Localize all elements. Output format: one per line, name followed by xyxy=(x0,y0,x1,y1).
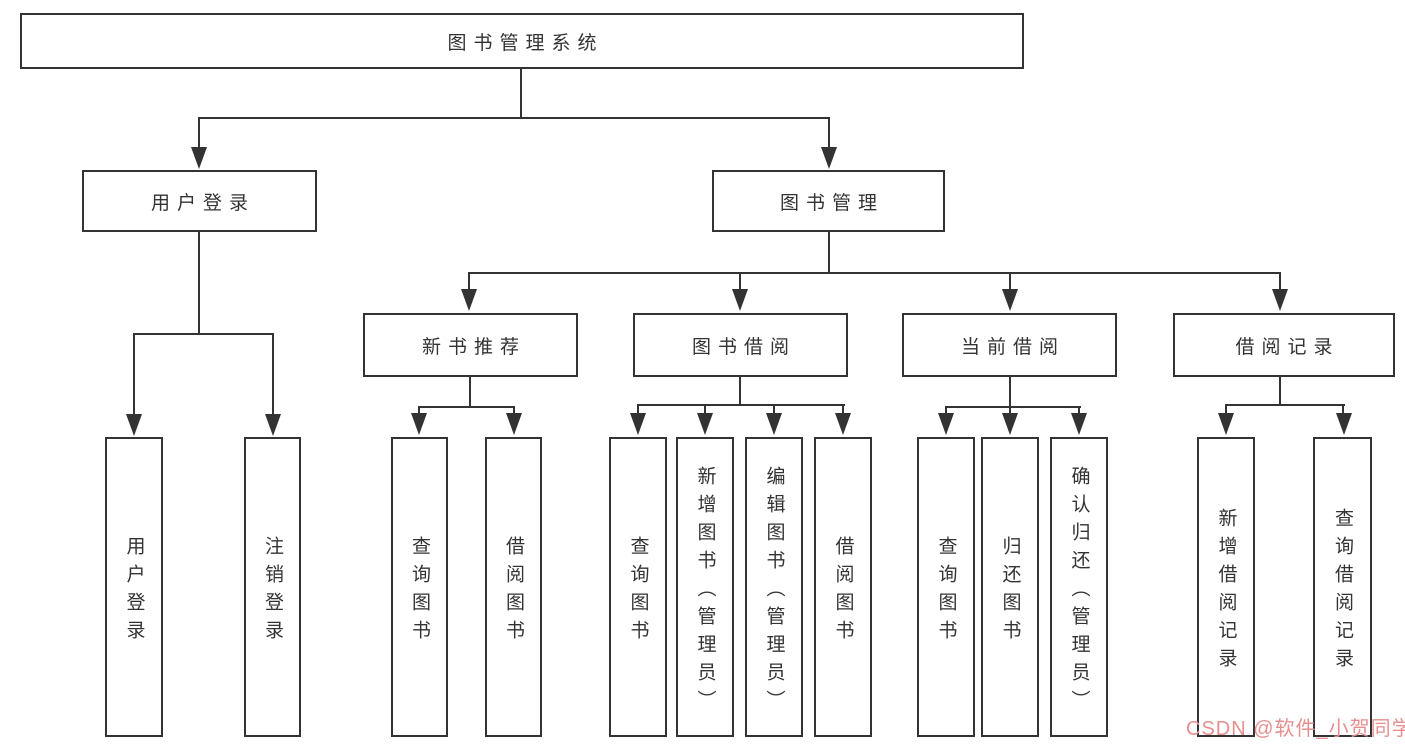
connector-line xyxy=(637,404,639,415)
watermark: CSDN @软件_小贺同学 xyxy=(1186,718,1405,740)
arrow-down-icon xyxy=(191,147,207,169)
arrow-down-icon xyxy=(821,147,837,169)
connector-line xyxy=(739,272,741,290)
arrow-down-icon xyxy=(1272,289,1288,311)
connector-line xyxy=(739,377,741,406)
connector-line xyxy=(1279,377,1281,406)
leaf-query-book-recommend: 查询图书 xyxy=(391,437,448,737)
connector-line xyxy=(198,117,830,119)
node-label: 当前借阅 xyxy=(960,336,1065,358)
node-label: 图书管理 xyxy=(779,192,884,214)
arrow-down-icon xyxy=(506,413,522,435)
leaf-label: 新增图书（管理员） xyxy=(694,465,716,718)
leaf-label: 新增借阅记录 xyxy=(1215,507,1237,676)
connector-line xyxy=(198,117,200,149)
connector-line xyxy=(468,272,1281,274)
arrow-down-icon xyxy=(461,289,477,311)
leaf-user-login: 用户登录 xyxy=(105,437,163,737)
leaf-label: 确认归还（管理员） xyxy=(1068,465,1090,718)
leaf-query-borrow-record: 查询借阅记录 xyxy=(1313,437,1372,737)
node-label: 借阅记录 xyxy=(1235,336,1340,358)
connector-line xyxy=(1225,404,1345,406)
arrow-down-icon xyxy=(1002,413,1018,435)
connector-line xyxy=(1009,406,1011,415)
connector-line xyxy=(133,333,135,415)
leaf-logout-login: 注销登录 xyxy=(244,437,301,737)
arrow-down-icon xyxy=(766,413,782,435)
connector-line xyxy=(418,406,420,415)
connector-line xyxy=(469,377,471,408)
connector-line xyxy=(945,406,1081,408)
node-book-borrow: 图书借阅 xyxy=(633,313,848,377)
node-label: 图书借阅 xyxy=(691,336,796,358)
leaf-return-book: 归还图书 xyxy=(981,437,1039,737)
connector-line xyxy=(198,232,200,335)
connector-line xyxy=(773,404,775,415)
leaf-confirm-return-admin: 确认归还（管理员） xyxy=(1050,437,1108,737)
leaf-borrow-book: 借阅图书 xyxy=(814,437,872,737)
arrow-down-icon xyxy=(126,414,142,436)
leaf-label: 查询图书 xyxy=(935,535,957,648)
connector-line xyxy=(133,333,274,335)
leaf-label: 查询借阅记录 xyxy=(1332,507,1353,676)
connector-line xyxy=(520,69,522,118)
arrow-down-icon xyxy=(1336,413,1352,435)
connector-line xyxy=(468,272,470,290)
node-user-login: 用户登录 xyxy=(82,170,317,232)
connector-line xyxy=(1078,406,1080,415)
connector-line xyxy=(272,333,274,415)
connector-line xyxy=(1279,272,1281,290)
leaf-edit-book-admin: 编辑图书（管理员） xyxy=(745,437,803,737)
arrow-down-icon xyxy=(1218,413,1234,435)
connector-line xyxy=(418,406,515,408)
arrow-down-icon xyxy=(1071,413,1087,435)
node-new-book-recommend: 新书推荐 xyxy=(363,313,578,377)
leaf-label: 查询图书 xyxy=(627,535,649,648)
node-label: 新书推荐 xyxy=(421,336,526,358)
leaf-label: 查询图书 xyxy=(409,535,430,648)
connector-line xyxy=(513,406,515,415)
connector-line xyxy=(704,404,706,415)
node-borrow-record: 借阅记录 xyxy=(1173,313,1395,377)
leaf-label: 归还图书 xyxy=(999,535,1021,648)
node-root: 图书管理系统 xyxy=(20,13,1024,69)
connector-line xyxy=(1009,377,1011,408)
leaf-label: 借阅图书 xyxy=(832,535,854,648)
connector-line xyxy=(828,232,830,274)
arrow-down-icon xyxy=(835,413,851,435)
connector-line xyxy=(1009,272,1011,290)
connector-line xyxy=(828,117,830,149)
arrow-down-icon xyxy=(1002,289,1018,311)
arrow-down-icon xyxy=(630,413,646,435)
leaf-add-borrow-record: 新增借阅记录 xyxy=(1197,437,1255,737)
arrow-down-icon xyxy=(697,413,713,435)
connector-line xyxy=(1225,404,1227,415)
connector-line xyxy=(842,404,844,415)
arrow-down-icon xyxy=(732,289,748,311)
leaf-query-book-borrow: 查询图书 xyxy=(609,437,667,737)
leaf-borrow-book-recommend: 借阅图书 xyxy=(485,437,542,737)
leaf-add-book-admin: 新增图书（管理员） xyxy=(676,437,734,737)
node-label: 图书管理系统 xyxy=(447,32,604,54)
leaf-label: 用户登录 xyxy=(123,535,145,648)
node-label: 用户登录 xyxy=(150,192,255,214)
node-current-borrow: 当前借阅 xyxy=(902,313,1117,377)
arrow-down-icon xyxy=(265,414,281,436)
arrow-down-icon xyxy=(411,413,427,435)
node-book-management: 图书管理 xyxy=(712,170,945,232)
connector-line xyxy=(637,404,845,406)
leaf-query-book-current: 查询图书 xyxy=(917,437,975,737)
arrow-down-icon xyxy=(938,413,954,435)
leaf-label: 注销登录 xyxy=(262,535,283,648)
connector-line xyxy=(1342,404,1344,415)
leaf-label: 借阅图书 xyxy=(503,535,524,648)
leaf-label: 编辑图书（管理员） xyxy=(763,465,785,718)
connector-line xyxy=(945,406,947,415)
